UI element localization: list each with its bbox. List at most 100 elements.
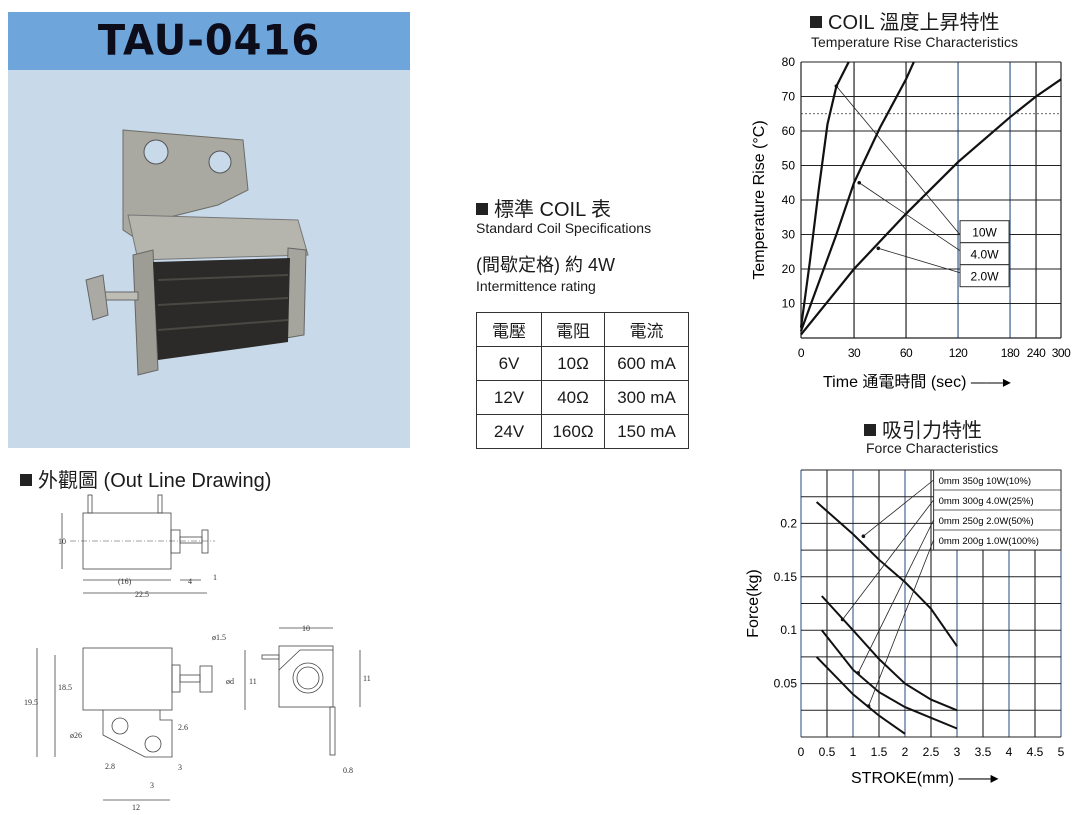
y-tick-label: 0.2 <box>780 516 797 530</box>
series-line-1 <box>821 595 958 712</box>
x-tick-label: 4.5 <box>1027 745 1044 759</box>
current-cell: 300 mA <box>604 380 689 415</box>
x-tick-label: 3 <box>954 745 961 759</box>
table-row: 12V 40Ω 300 mA <box>476 380 689 415</box>
y-tick-label: 40 <box>782 193 796 207</box>
temp-chart-title-text: COIL 溫度上昇特性 <box>828 12 1000 34</box>
rating-label: (間歇定格) 約 4W <box>476 255 615 275</box>
dim-label: 11 <box>249 677 257 686</box>
table-row: 24V 160Ω 150 mA <box>476 414 689 449</box>
series-label: 4.0W <box>971 248 1000 262</box>
x-tick-label: 30 <box>848 346 861 360</box>
x-tick-label: 1.5 <box>871 745 888 759</box>
bullet-square-icon <box>476 203 488 215</box>
series-label-box <box>959 264 1010 288</box>
x-axis-label: STROKE(mm) ——▸ <box>851 770 999 787</box>
x-tick-label: 300 <box>1052 346 1071 360</box>
leader-line <box>836 85 961 235</box>
side-view-drawing <box>61 494 215 594</box>
temp-chart-title: COIL 溫度上昇特性 <box>810 6 1000 35</box>
y-axis-label: Force(kg) <box>745 569 762 637</box>
x-tick-label: 0 <box>798 346 805 360</box>
dim-label: 10 <box>58 537 66 546</box>
leader-line <box>878 247 961 274</box>
dim-label: 0.8 <box>343 766 353 775</box>
outline-drawing: 10 (16) 4 1 22.5 19.5 18.5 ø1.5 ød 11 ø2… <box>24 494 371 812</box>
column-header: 電壓 <box>476 312 542 347</box>
dim-label: 3 <box>150 781 154 790</box>
dim-label: 22.5 <box>135 590 149 599</box>
dim-label: 3 <box>178 763 182 772</box>
x-tick-label: 120 <box>949 346 968 360</box>
solenoid-illustration <box>85 129 309 376</box>
series-label: 10W <box>972 226 997 240</box>
y-tick-label: 0.1 <box>780 623 797 637</box>
y-tick-label: 60 <box>782 124 796 138</box>
voltage-cell: 6V <box>476 346 542 381</box>
dim-label: ød <box>226 677 234 686</box>
table-header-row: 電壓 電阻 電流 <box>476 312 689 347</box>
y-tick-label: 50 <box>782 159 796 173</box>
x-tick-label: 3.5 <box>975 745 992 759</box>
series-marker <box>876 246 881 251</box>
series-line-1 <box>799 61 915 332</box>
y-tick-label: 10 <box>782 297 796 311</box>
title-banner: TAU-0416 <box>8 12 410 70</box>
bullet-square-icon <box>864 424 876 436</box>
dim-label: 11 <box>363 674 371 683</box>
dim-label: 2.6 <box>178 723 188 732</box>
coil-spec-heading: 標準 COIL 表 <box>476 193 611 222</box>
y-tick-label: 30 <box>782 228 796 242</box>
voltage-cell: 12V <box>476 380 542 415</box>
dim-label: 2.8 <box>105 762 115 771</box>
series-line-3 <box>815 656 906 735</box>
legend-entry: 0mm 300g 4.0W(25%) <box>939 496 1034 507</box>
leader-line <box>842 499 934 620</box>
series-label: 2.0W <box>971 270 1000 284</box>
x-tick-label: 2.5 <box>923 745 940 759</box>
legend-entry: 0mm 250g 2.0W(50%) <box>939 516 1034 527</box>
series-line-2 <box>800 78 1062 336</box>
leader-line <box>868 539 934 707</box>
x-tick-label: 0 <box>798 745 805 759</box>
series-marker <box>866 704 871 708</box>
outline-heading-text: 外觀圖 (Out Line Drawing) <box>38 470 272 492</box>
column-header: 電流 <box>604 312 689 347</box>
bullet-square-icon <box>810 16 822 28</box>
series-line-0 <box>815 501 958 647</box>
current-cell: 600 mA <box>604 346 689 381</box>
leader-line <box>857 519 934 674</box>
series-line-2 <box>821 629 958 730</box>
outline-heading: 外觀圖 (Out Line Drawing) <box>20 464 271 493</box>
resistance-cell: 40Ω <box>541 380 605 415</box>
column-header: 電阻 <box>541 312 605 347</box>
legend-entry: 0mm 200g 1.0W(100%) <box>939 536 1039 547</box>
y-tick-label: 20 <box>782 262 796 276</box>
current-cell: 150 mA <box>604 414 689 449</box>
y-tick-label: 70 <box>782 90 796 104</box>
voltage-cell: 24V <box>476 414 542 449</box>
x-tick-label: 5 <box>1058 745 1065 759</box>
dim-label: ø1.5 <box>212 633 226 642</box>
bullet-square-icon <box>20 474 32 486</box>
x-tick-label: 4 <box>1006 745 1013 759</box>
series-line-0 <box>799 61 850 328</box>
product-photo <box>8 70 410 448</box>
dim-label: 10 <box>302 624 310 633</box>
x-tick-label: 0.5 <box>819 745 836 759</box>
leader-line <box>859 182 961 252</box>
dim-label: ø26 <box>70 731 82 740</box>
force-chart-subtitle: Force Characteristics <box>866 440 999 456</box>
force-chart-title: 吸引力特性 <box>864 414 982 443</box>
x-axis-label: Time 通電時間 (sec) ——▸ <box>823 373 1011 391</box>
x-tick-label: 60 <box>900 346 913 360</box>
front-view-drawing <box>36 647 246 801</box>
x-tick-label: 1 <box>850 745 857 759</box>
dim-label: 12 <box>132 803 140 812</box>
temp-chart-subtitle: Temperature Rise Characteristics <box>811 34 1018 50</box>
table-row: 6V 10Ω 600 mA <box>476 346 689 381</box>
resistance-cell: 160Ω <box>541 414 605 449</box>
dim-label: 1 <box>213 573 217 582</box>
